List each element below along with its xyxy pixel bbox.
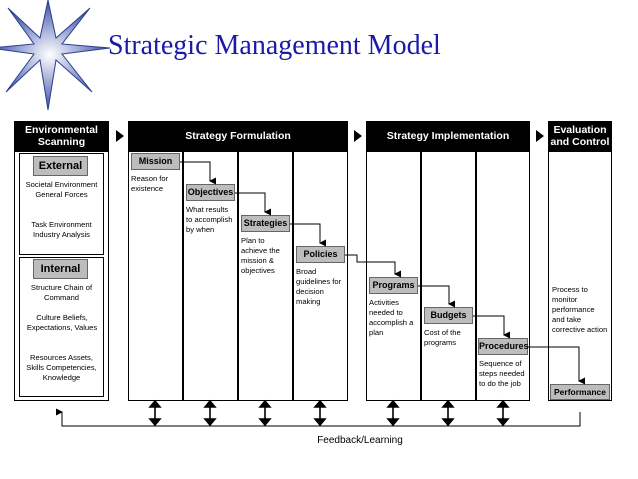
header-arrow-1 [116, 130, 124, 142]
budgets-desc: Cost of the programs [424, 328, 461, 347]
strategies-desc: Plan to achieve the mission & objectives [241, 236, 280, 275]
header-strategy-formulation: Strategy Formulation [128, 121, 348, 151]
programs-column [366, 151, 421, 401]
eval-column [548, 151, 612, 401]
arrow-budgets-procedures [473, 315, 510, 339]
budgets-column [421, 151, 476, 401]
arrow-mission-objectives [180, 161, 216, 185]
header-evaluation-control: Evaluation and Control [548, 121, 612, 151]
arrow-objectives-strategies [235, 192, 271, 216]
internal-item-culture: Culture Beliefs, Expectations, Values [26, 313, 98, 332]
internal-item-resources: Resources Assets, Skills Competencies, K… [26, 353, 97, 382]
external-item-task: Task Environment Industry Analysis [31, 220, 92, 239]
feedback-label: Feedback/Learning [317, 435, 403, 446]
internal-item-structure: Structure Chain of Command [30, 283, 93, 302]
budgets-label: Budgets [424, 307, 473, 324]
arrow-programs-budgets [418, 285, 455, 308]
arrow-policies-programs [345, 254, 401, 278]
arrow-procedures-performance [528, 346, 585, 385]
programs-desc: Activities needed to accomplish a plan [369, 298, 414, 337]
feedback-line [56, 408, 581, 427]
external-item-societal: Societal Environment General Forces [25, 180, 98, 199]
mission-column [128, 151, 183, 401]
header-arrow-2 [354, 130, 362, 142]
procedures-desc: Sequence of steps needed to do the job [479, 359, 525, 388]
external-label: External [33, 156, 88, 176]
procedures-label: Procedures [478, 338, 529, 355]
header-environmental-scanning: Environmental Scanning [14, 121, 109, 151]
eval-desc: Process to monitor performance and take … [552, 285, 608, 334]
procedures-column [476, 151, 530, 401]
policies-column [293, 151, 348, 401]
objectives-label: Objectives [186, 184, 235, 201]
policies-desc: Broad guidelines for decision making [296, 267, 342, 306]
mission-label: Mission [131, 153, 180, 170]
performance-label: Performance [550, 384, 610, 400]
strategies-label: Strategies [241, 215, 290, 232]
star-decoration-icon [0, 0, 110, 110]
objectives-desc: What results to accomplish by when [186, 205, 233, 234]
mission-desc: Reason for existence [131, 174, 169, 193]
header-strategy-implementation: Strategy Implementation [366, 121, 530, 151]
page-title: Strategic Management Model [108, 30, 441, 61]
policies-label: Policies [296, 246, 345, 263]
internal-label: Internal [33, 259, 88, 279]
feedback-double-arrows [148, 399, 510, 427]
header-arrow-3 [536, 130, 544, 142]
programs-label: Programs [369, 277, 418, 294]
internal-box [19, 257, 104, 397]
arrow-strategies-policies [290, 223, 326, 247]
